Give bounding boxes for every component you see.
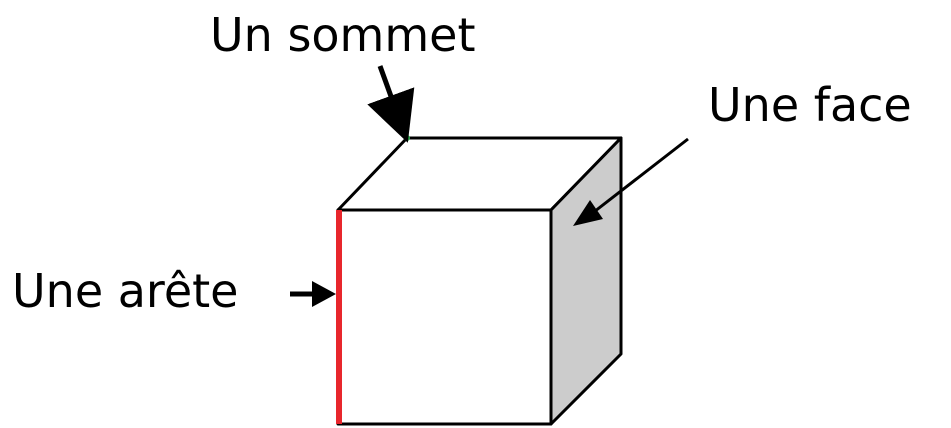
- vertex-arrow: [367, 65, 415, 143]
- vertex-label: Un sommet: [210, 8, 476, 62]
- face-arrowhead: [573, 200, 603, 226]
- face-label: Une face: [708, 78, 912, 132]
- highlighted-vertex: [404, 135, 410, 141]
- cube: [336, 135, 623, 426]
- edge-label: Une arête: [12, 264, 239, 318]
- edge-arrowhead: [312, 281, 336, 307]
- cube-front-face: [336, 208, 553, 426]
- arrows: [290, 65, 689, 307]
- face-arrow: [589, 137, 689, 217]
